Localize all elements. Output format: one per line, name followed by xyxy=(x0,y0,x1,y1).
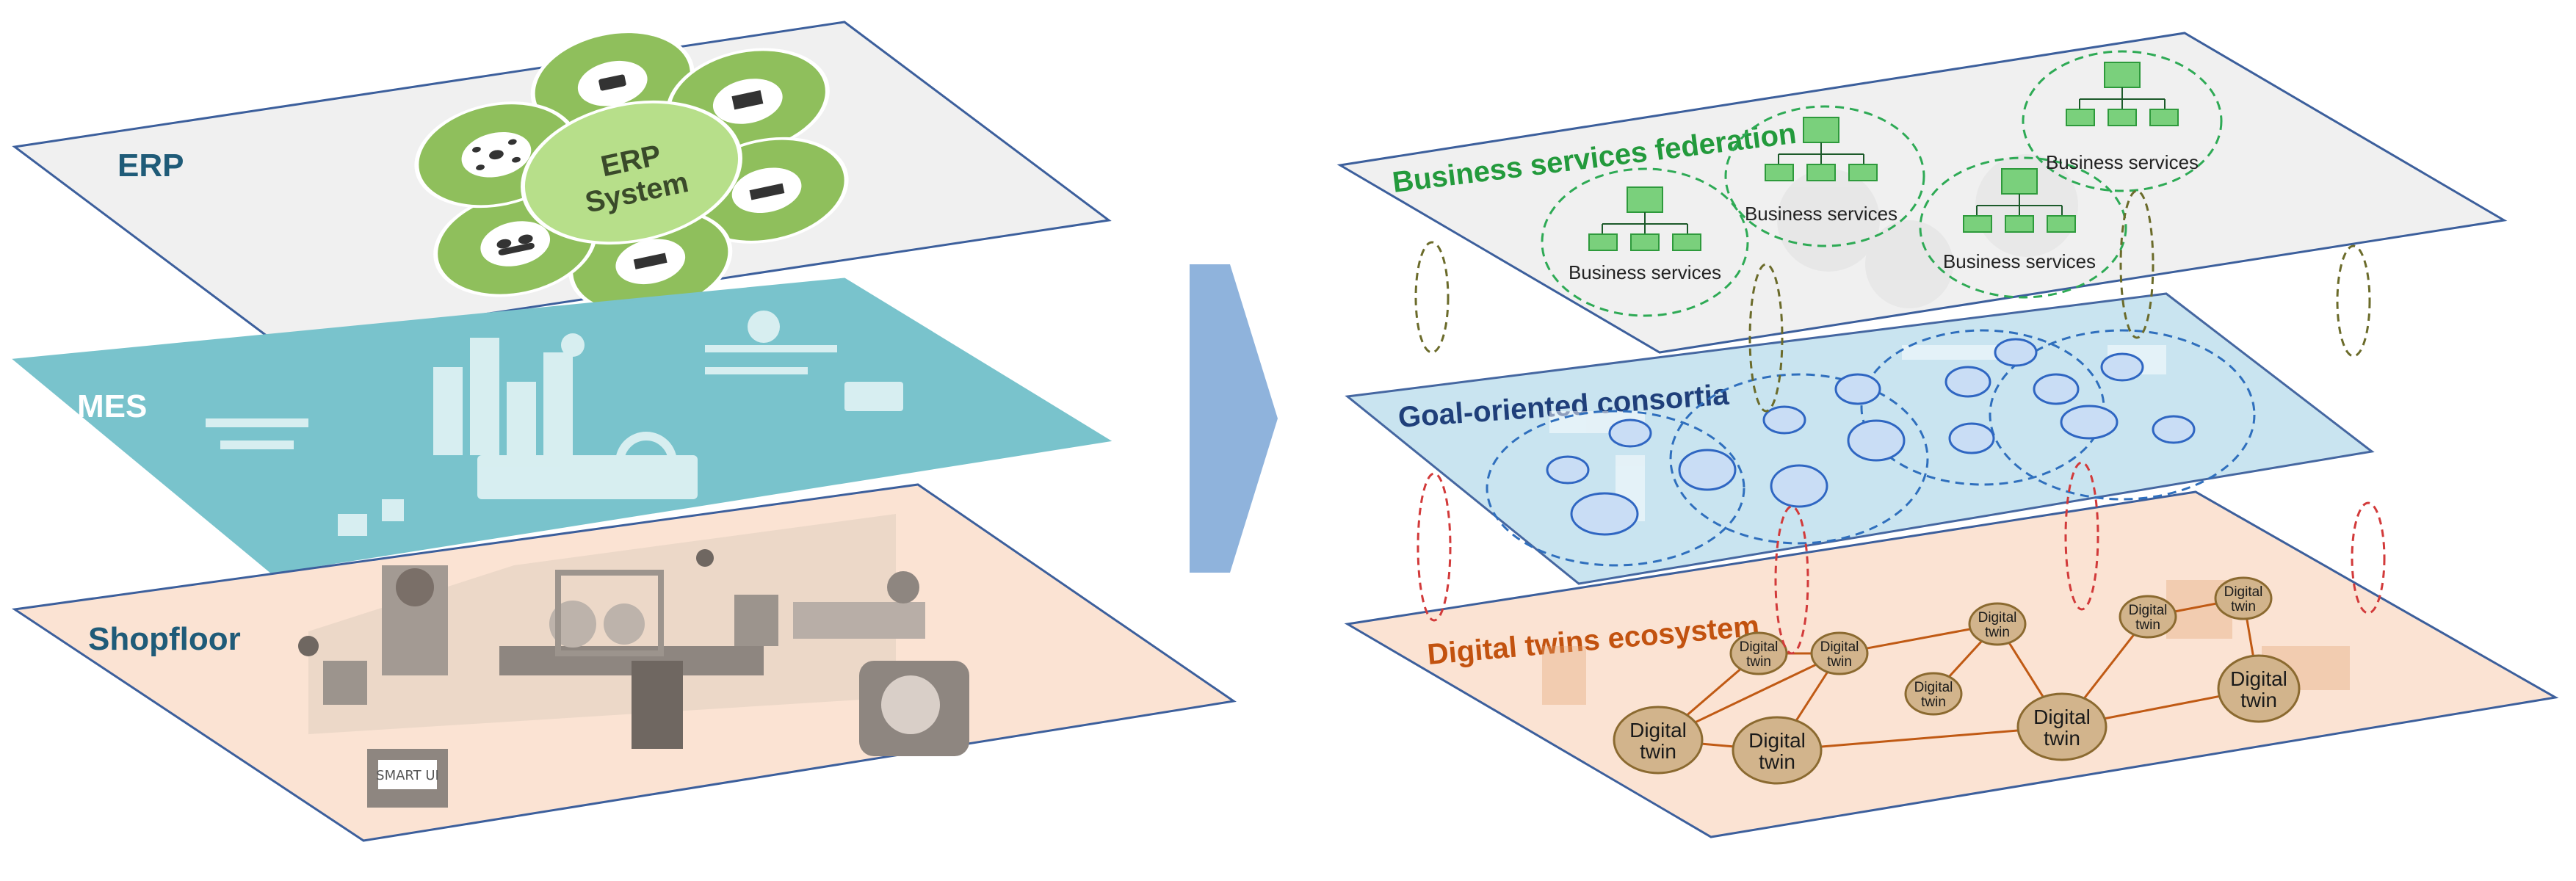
digital-twin-label-line2: twin xyxy=(2135,617,2160,633)
gear-icon xyxy=(604,603,645,645)
digital-twin-label-line2: twin xyxy=(1640,740,1676,763)
robot-arm-icon xyxy=(887,571,919,603)
service-group-ellipse xyxy=(1541,167,1749,317)
service-group-ellipse xyxy=(1919,156,2127,299)
digital-twin-label-line1: Digital xyxy=(2230,667,2287,690)
mes-layer: MES xyxy=(12,278,1112,574)
business-service-label: Business services xyxy=(1943,250,2096,272)
connector-bsf-goc-left xyxy=(1414,241,1450,354)
digital-twin-label-line1: Digital xyxy=(1748,729,1806,752)
consortium-member xyxy=(2152,415,2196,444)
people-icon xyxy=(480,221,551,267)
connector-bsf-goc-far xyxy=(2336,244,2371,358)
digital-twin-label-line1: Digital xyxy=(1629,719,1687,742)
consortium-ellipse xyxy=(1486,410,1745,567)
consortium-member xyxy=(2033,373,2080,405)
business-service-label: Business services xyxy=(1745,203,1897,225)
consortium-member xyxy=(1762,405,1806,435)
consortium-member xyxy=(1770,464,1828,508)
worker-icon xyxy=(396,568,434,606)
consortium-member xyxy=(1608,418,1652,448)
consortium-member xyxy=(1678,449,1737,491)
connector-goc-dte-right xyxy=(2064,461,2099,611)
consortium-member xyxy=(1948,422,1995,454)
digital-twin-label-line2: twin xyxy=(2044,727,2080,750)
shopfloor-layer: Shopfloor SMART UI xyxy=(11,483,1237,842)
smart-ui-label: SMART UI xyxy=(376,768,439,783)
digital-twin-label-line2: twin xyxy=(1921,695,1946,710)
erp-layer: ERP ERP Sy xyxy=(12,21,1112,347)
digital-twin-label-line1: Digital xyxy=(1978,610,2017,626)
connector-goc-dte-left xyxy=(1417,472,1452,622)
consortium-member xyxy=(1570,492,1639,536)
erp-label: ERP xyxy=(117,148,184,184)
digital-twin-label-line2: twin xyxy=(2240,689,2277,711)
consortia-members xyxy=(1546,338,2196,536)
digital-twin-label-line1: Digital xyxy=(1820,639,1859,655)
shopfloor-label: Shopfloor xyxy=(88,621,241,657)
digital-twin-label-line2: twin xyxy=(2231,599,2256,614)
service-group-ellipse xyxy=(1724,105,1925,247)
consortium-member xyxy=(1994,338,2038,367)
layer-connectors xyxy=(1414,189,2386,655)
service-group-ellipse xyxy=(2022,50,2223,192)
consortium-ellipse xyxy=(1989,329,2256,501)
arrow-right-icon xyxy=(1190,264,1278,573)
org-chart-icon xyxy=(2066,62,2179,126)
digital-twin-label-line1: Digital xyxy=(1740,639,1779,655)
business-services-layer: Business services federation Business se… xyxy=(1336,32,2508,354)
digital-twin-label-line1: Digital xyxy=(1914,680,1953,695)
connector-goc-dte-mid xyxy=(1774,505,1809,655)
consortium-member xyxy=(1546,455,1590,485)
mes-dashboard-graphic xyxy=(206,311,903,536)
business-service-label: Business services xyxy=(1569,261,1721,283)
consortium-member xyxy=(1834,373,1881,405)
consortium-ellipse xyxy=(1669,373,1929,545)
consortia-layer: Goal-oriented consortia xyxy=(1345,292,2375,585)
org-chart-icon xyxy=(1588,186,1701,251)
digital-twin-label-line2: twin xyxy=(1827,654,1852,670)
magnifier-icon xyxy=(615,432,677,493)
gear-icon xyxy=(748,311,780,343)
connector-bsf-goc-mid xyxy=(1748,263,1784,413)
connector-bsf-goc-right xyxy=(2119,189,2154,339)
digital-twin-label-line1: Digital xyxy=(2033,706,2091,728)
business-service-label: Business services xyxy=(2046,151,2199,173)
digital-twin-label-line2: twin xyxy=(1759,750,1795,773)
digital-twin-label-line2: twin xyxy=(1985,625,2010,640)
erp-system-wheel xyxy=(414,30,849,315)
org-chart-icon xyxy=(1963,168,2076,233)
factory-illustration: SMART UI xyxy=(298,514,969,808)
connector-goc-dte-far xyxy=(2351,501,2386,614)
consortium-member xyxy=(1847,419,1906,462)
digital-twin-label-line1: Digital xyxy=(2129,603,2168,618)
consortium-member xyxy=(2100,352,2144,382)
digital-twin-label-line2: twin xyxy=(1746,654,1771,670)
org-chart-icon xyxy=(1765,117,1878,181)
mes-label: MES xyxy=(77,388,147,424)
consortium-member xyxy=(2060,405,2119,440)
erp-system-center xyxy=(521,100,742,245)
digital-twin-label-line1: Digital xyxy=(2224,584,2263,600)
digital-twin-link xyxy=(1776,725,2063,752)
consortium-member xyxy=(1944,366,1991,398)
